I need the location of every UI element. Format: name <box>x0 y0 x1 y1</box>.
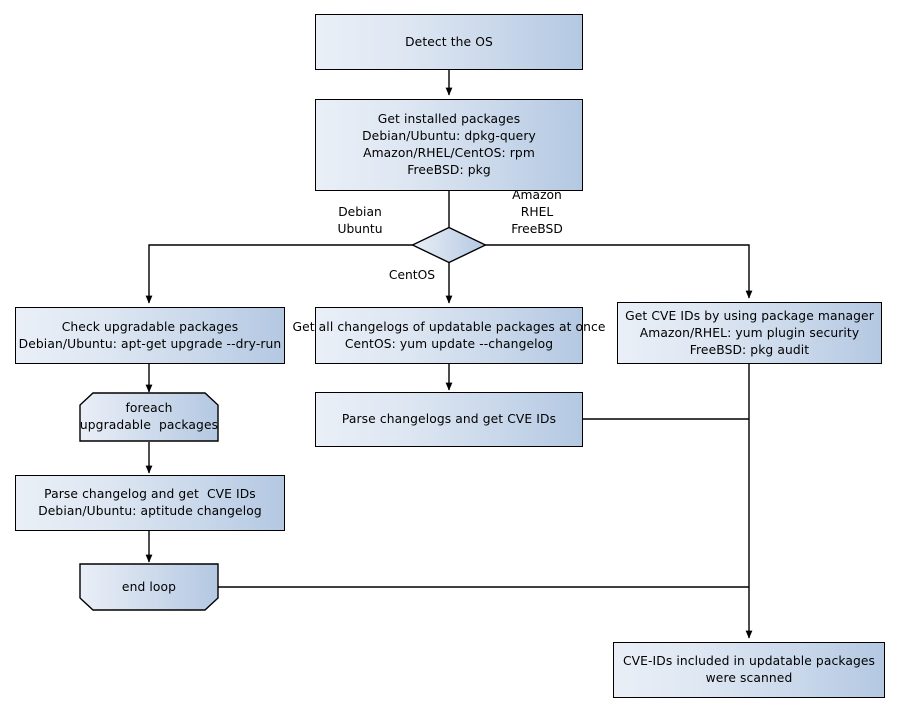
node-end-loop[interactable]: end loop <box>79 563 219 611</box>
node-get-cve-ids-pkgmgr[interactable]: Get CVE IDs by using package manager Ama… <box>617 302 882 364</box>
node-parse-changelogs-cve[interactable]: Parse changelogs and get CVE IDs <box>315 392 583 447</box>
node-foreach-loop-label: foreach upgradable packages <box>79 401 219 432</box>
node-end-loop-label: end loop <box>121 579 177 594</box>
node-get-installed-packages[interactable]: Get installed packages Debian/Ubuntu: dp… <box>315 99 583 191</box>
edge-label-left-branch: Debian Ubuntu <box>337 205 383 236</box>
node-parse-changelog-single[interactable]: Parse changelog and get CVE IDs Debian/U… <box>15 475 285 531</box>
node-get-all-changelogs-label: Get all changelogs of updatable packages… <box>292 319 606 351</box>
node-get-cve-ids-pkgmgr-label: Get CVE IDs by using package manager Ama… <box>625 308 874 357</box>
node-foreach-loop[interactable]: foreach upgradable packages <box>79 392 219 442</box>
node-check-upgradable-label: Check upgradable packages Debian/Ubuntu:… <box>18 319 282 351</box>
edge-decision-left-branch <box>145 244 413 304</box>
node-parse-changelogs-cve-label: Parse changelogs and get CVE IDs <box>341 412 557 426</box>
loop-end-shape <box>79 563 219 611</box>
node-get-installed-packages-label: Get installed packages Debian/Ubuntu: dp… <box>362 112 536 177</box>
edge-label-center-branch: CentOS <box>388 268 436 282</box>
node-parse-changelog-single-label: Parse changelog and get CVE IDs Debian/U… <box>38 487 262 518</box>
node-get-all-changelogs[interactable]: Get all changelogs of updatable packages… <box>292 307 605 364</box>
edge-label-right-branch: Amazon RHEL FreeBSD <box>511 188 563 236</box>
node-result[interactable]: CVE-IDs included in updatable packages w… <box>613 642 885 698</box>
loop-start-shape <box>79 392 219 442</box>
node-os-decision[interactable] <box>410 226 488 264</box>
node-result-label: CVE-IDs included in updatable packages w… <box>622 654 876 685</box>
node-detect-os[interactable]: Detect the OS <box>315 14 583 70</box>
node-detect-os-label: Detect the OS <box>405 34 493 49</box>
node-check-upgradable[interactable]: Check upgradable packages Debian/Ubuntu:… <box>15 307 285 364</box>
edge-decision-right-branch <box>485 244 753 299</box>
